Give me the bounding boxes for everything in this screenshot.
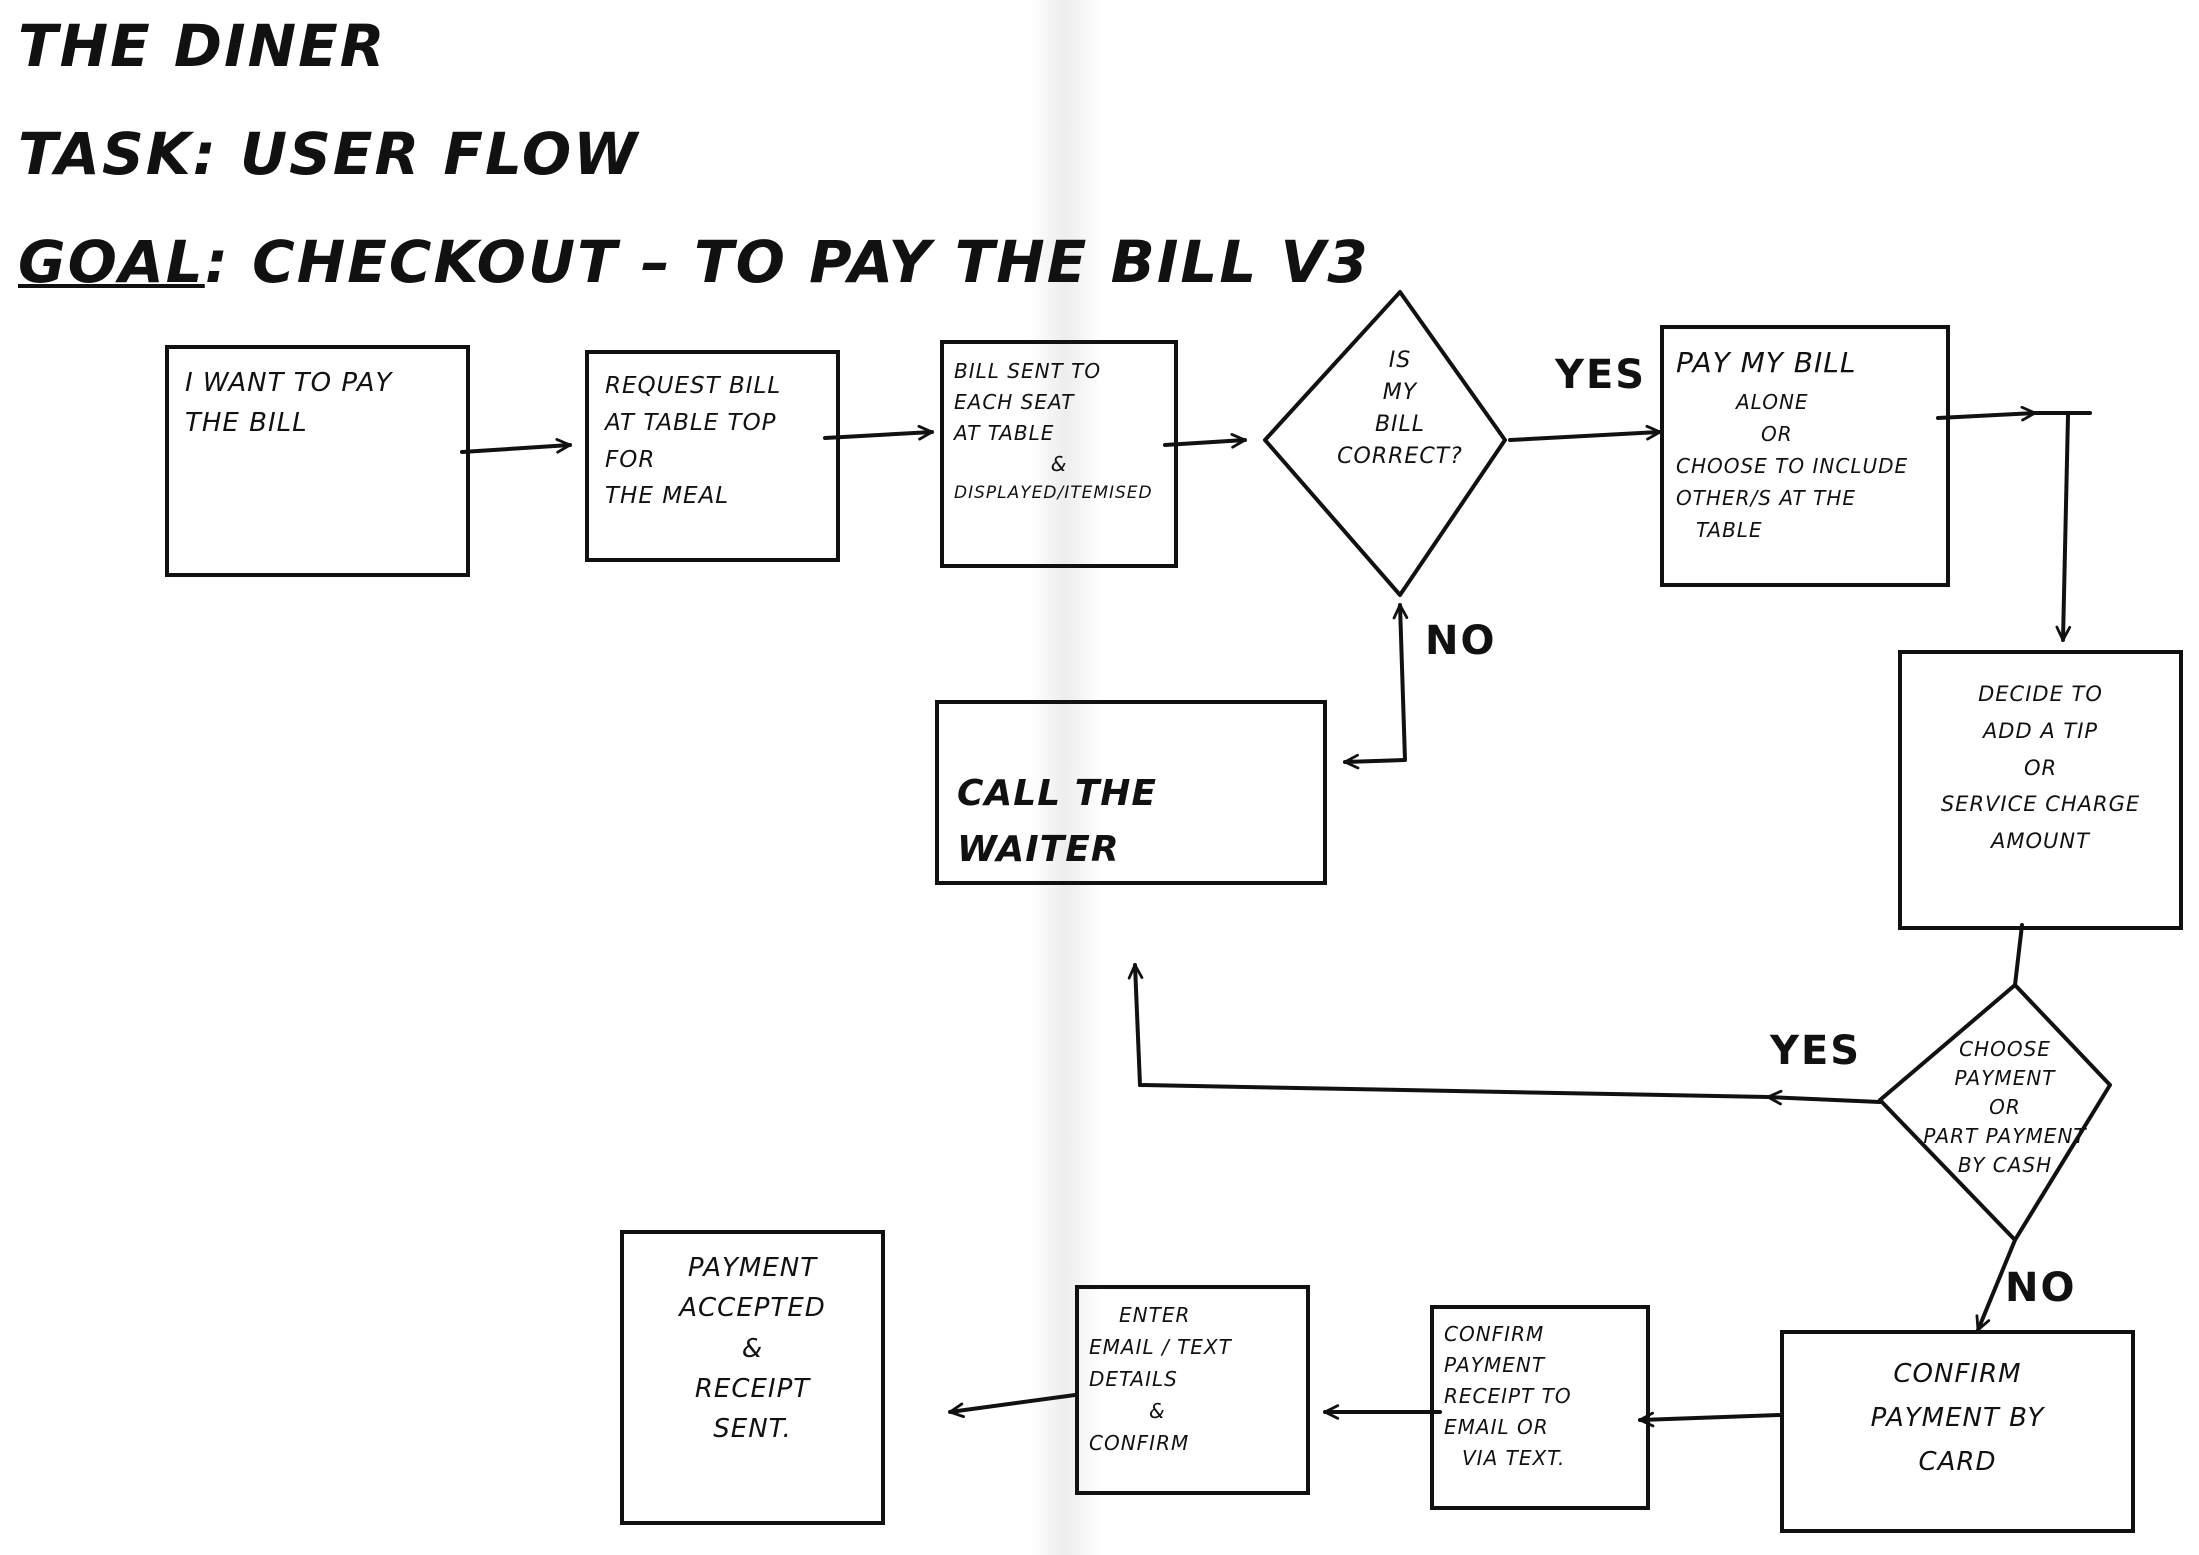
edge-label-no-2: NO — [2005, 1265, 2077, 1311]
arrow-request-to-sent — [823, 424, 934, 441]
step-confirm-card: CONFIRM PAYMENT BY CARD — [1780, 1330, 2135, 1533]
decision-bill-correct-label: IS MY BILL CORRECT? — [1337, 348, 1463, 469]
arrow-cash-yes — [1766, 1089, 1882, 1106]
diagram-title: THE DINER — [18, 12, 387, 80]
arrow-paybill-out — [1936, 405, 2037, 422]
arrow-decision-no — [1392, 603, 1409, 762]
decision-cash-label: CHOOSE PAYMENT OR PART PAYMENT BY CASH — [1923, 1037, 2087, 1177]
edge-label-yes-1: YES — [1555, 352, 1647, 398]
arrow-email-to-accepted — [948, 1393, 1077, 1419]
arrow-to-call-waiter — [1127, 963, 1144, 1087]
task-heading: TASK: USER FLOW — [18, 120, 640, 188]
arrow-decision-yes — [1508, 424, 1662, 442]
step-payment-accepted: PAYMENT ACCEPTED & RECEIPT SENT. — [620, 1230, 885, 1525]
step-add-tip: DECIDE TO ADD A TIP OR SERVICE CHARGE AM… — [1898, 650, 2183, 930]
edge-label-yes-2: YES — [1770, 1028, 1862, 1074]
arrow-sent-to-decision — [1163, 433, 1247, 449]
goal-heading: GOAL: CHECKOUT – TO PAY THE BILL V3 — [18, 228, 1370, 296]
step-enter-email: ENTER EMAIL / TEXT DETAILS & CONFIRM — [1075, 1285, 1310, 1495]
goal-text: : CHECKOUT – TO PAY THE BILL V3 — [204, 228, 1370, 296]
goal-label: GOAL — [18, 228, 205, 296]
step-pay-bill: PAY MY BILL ALONE OR CHOOSE TO INCLUDE O… — [1660, 325, 1950, 587]
step-confirm-receipt: CONFIRM PAYMENT RECEIPT TO EMAIL OR VIA … — [1430, 1305, 1650, 1510]
edge-label-no-1: NO — [1425, 618, 1497, 664]
step-call-waiter: CALL THE WAITER — [935, 700, 1327, 885]
arrow-card-to-receipt — [1638, 1411, 1782, 1428]
arrow-cash-no — [1975, 1238, 2017, 1332]
paper-fold-shadow — [1030, 0, 1100, 1555]
step-want-to-pay: I WANT TO PAY THE BILL — [165, 345, 470, 577]
step-request-bill: REQUEST BILL AT TABLE TOP FOR THE MEAL — [585, 350, 840, 562]
decision-diamond-bill-correct — [1263, 290, 1507, 597]
arrow-to-add-tip — [2055, 413, 2072, 642]
arrow-want-to-request — [460, 438, 572, 454]
step-bill-sent: BILL SENT TO EACH SEAT AT TABLE & DISPLA… — [940, 340, 1178, 568]
